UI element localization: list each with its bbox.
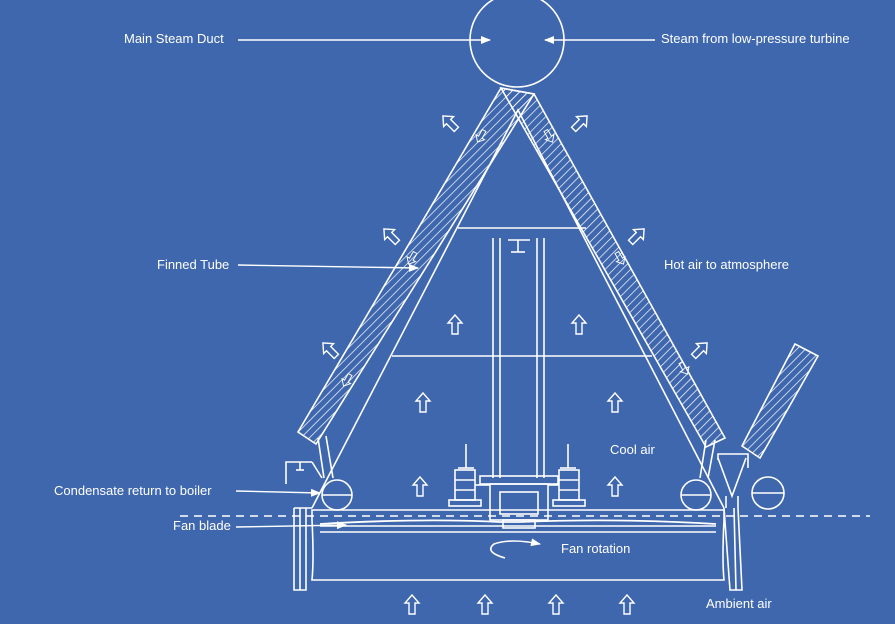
label-steam-from-turbine: Steam from low-pressure turbine [661,31,850,46]
main-steam-duct [469,0,565,88]
leader-finned-tube [237,263,419,272]
fan-rotation-arrow [490,538,541,559]
leader-condensate [235,488,321,497]
steam-flow-arrows [338,127,693,390]
label-condensate-return: Condensate return to boiler [54,483,212,498]
fan-blade [319,519,717,525]
label-finned-tube: Finned Tube [157,257,230,272]
label-main-steam-duct: Main Steam Duct [124,31,224,46]
mount-bracket-left [448,444,490,507]
label-hot-air: Hot air to atmosphere [664,257,790,272]
ambient-air-arrows [404,594,635,615]
label-fan-blade: Fan blade [173,518,231,533]
label-ambient-air: Ambient air [706,596,772,611]
fan-motor [479,475,559,485]
mount-bracket-right [548,444,586,507]
a-frame-inner [311,108,725,509]
label-cool-air: Cool air [610,442,655,457]
cool-air-arrows [412,314,623,497]
fan-shroud [311,509,725,581]
leader-fan-blade [235,521,347,530]
finned-tube-adjacent [740,342,820,460]
finned-tube-right [499,86,727,449]
label-fan-rotation: Fan rotation [561,541,631,556]
